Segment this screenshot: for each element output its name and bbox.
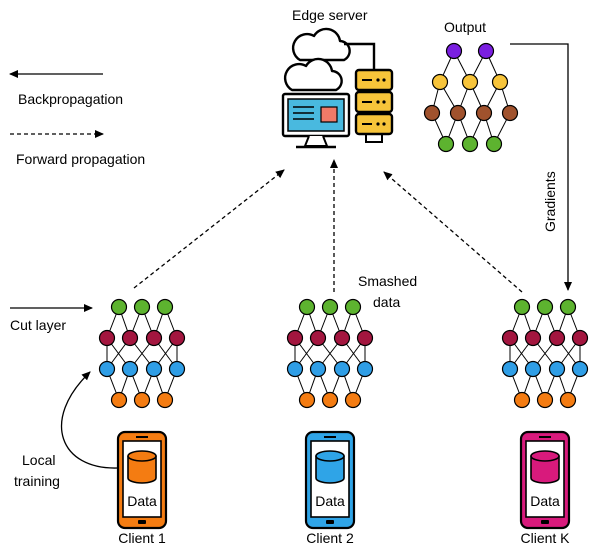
forward-arrow-client-1 (133, 169, 285, 289)
network-node (321, 391, 339, 409)
cloud-connector (344, 42, 376, 70)
network-node (548, 360, 566, 378)
network-node (491, 73, 509, 91)
network-node (98, 329, 116, 347)
network-node (449, 104, 467, 122)
data-label: Data (530, 493, 560, 509)
output-network (423, 42, 519, 153)
network-node (344, 391, 362, 409)
network-node (513, 298, 531, 316)
network-node (501, 329, 519, 347)
network-node (286, 360, 304, 378)
network-node (536, 391, 554, 409)
network-node (501, 104, 519, 122)
cut-layer-label: Cut layer (10, 317, 66, 333)
network-node (536, 298, 554, 316)
legend: Backpropagation Forward propagation (9, 70, 145, 167)
network-node (571, 360, 589, 378)
network-node (461, 135, 479, 153)
network-node (437, 135, 455, 153)
network-node (559, 298, 577, 316)
network-node (501, 360, 519, 378)
network-node (133, 298, 151, 316)
cloud-icon (291, 27, 351, 62)
network-node (121, 360, 139, 378)
network-node (423, 104, 441, 122)
network-node (321, 298, 339, 316)
network-node (121, 329, 139, 347)
network-node (356, 329, 374, 347)
network-node (110, 298, 128, 316)
network-node (524, 329, 542, 347)
network-node (524, 360, 542, 378)
network-node (145, 360, 163, 378)
network-node (475, 104, 493, 122)
network-node (431, 73, 449, 91)
client-network-2 (286, 298, 374, 409)
network-node (98, 360, 116, 378)
backprop-legend-label: Backpropagation (18, 91, 123, 107)
network-node (309, 329, 327, 347)
database-icon (315, 450, 345, 484)
network-node (298, 391, 316, 409)
client-network-k (501, 298, 589, 409)
network-node (513, 391, 531, 409)
edge-server-group: Edge server (281, 7, 394, 149)
client-name-label: Client 2 (306, 530, 354, 546)
network-node (571, 329, 589, 347)
network-node (477, 42, 495, 60)
network-node (445, 42, 463, 60)
network-node (110, 391, 128, 409)
local-training-arrow (61, 371, 119, 469)
network-node (548, 329, 566, 347)
network-node (333, 360, 351, 378)
database-icon (530, 450, 560, 484)
network-node (309, 360, 327, 378)
local-training-label-1: Local (22, 452, 55, 468)
gradients-label: Gradients (542, 171, 558, 232)
network-node (133, 391, 151, 409)
network-node (298, 298, 316, 316)
network-node (156, 298, 174, 316)
edge-server-icon (354, 68, 394, 143)
network-node (485, 135, 503, 153)
client-name-label: Client 1 (118, 530, 166, 546)
client-network-1 (98, 298, 186, 409)
network-node (286, 329, 304, 347)
data-label: Data (315, 493, 345, 509)
monitor-accent-icon (320, 106, 338, 123)
edge-server-label: Edge server (292, 7, 368, 23)
network-node (356, 360, 374, 378)
network-node (145, 329, 163, 347)
database-icon (127, 450, 157, 484)
network-node (344, 298, 362, 316)
forward-arrow-client-k (383, 171, 523, 293)
network-node (168, 329, 186, 347)
output-label: Output (444, 19, 486, 35)
network-node (156, 391, 174, 409)
network-node (333, 329, 351, 347)
network-node (559, 391, 577, 409)
network-node (461, 73, 479, 91)
data-label: Data (127, 493, 157, 509)
forward-legend-label: Forward propagation (16, 151, 145, 167)
gradients-arrow (510, 43, 572, 291)
local-training-label-2: training (14, 473, 60, 489)
network-node (168, 360, 186, 378)
client-name-label: Client K (520, 530, 570, 546)
smashed-data-label-1: Smashed (358, 273, 417, 289)
smashed-data-label-2: data (373, 294, 400, 310)
cloud-icon (283, 57, 343, 92)
